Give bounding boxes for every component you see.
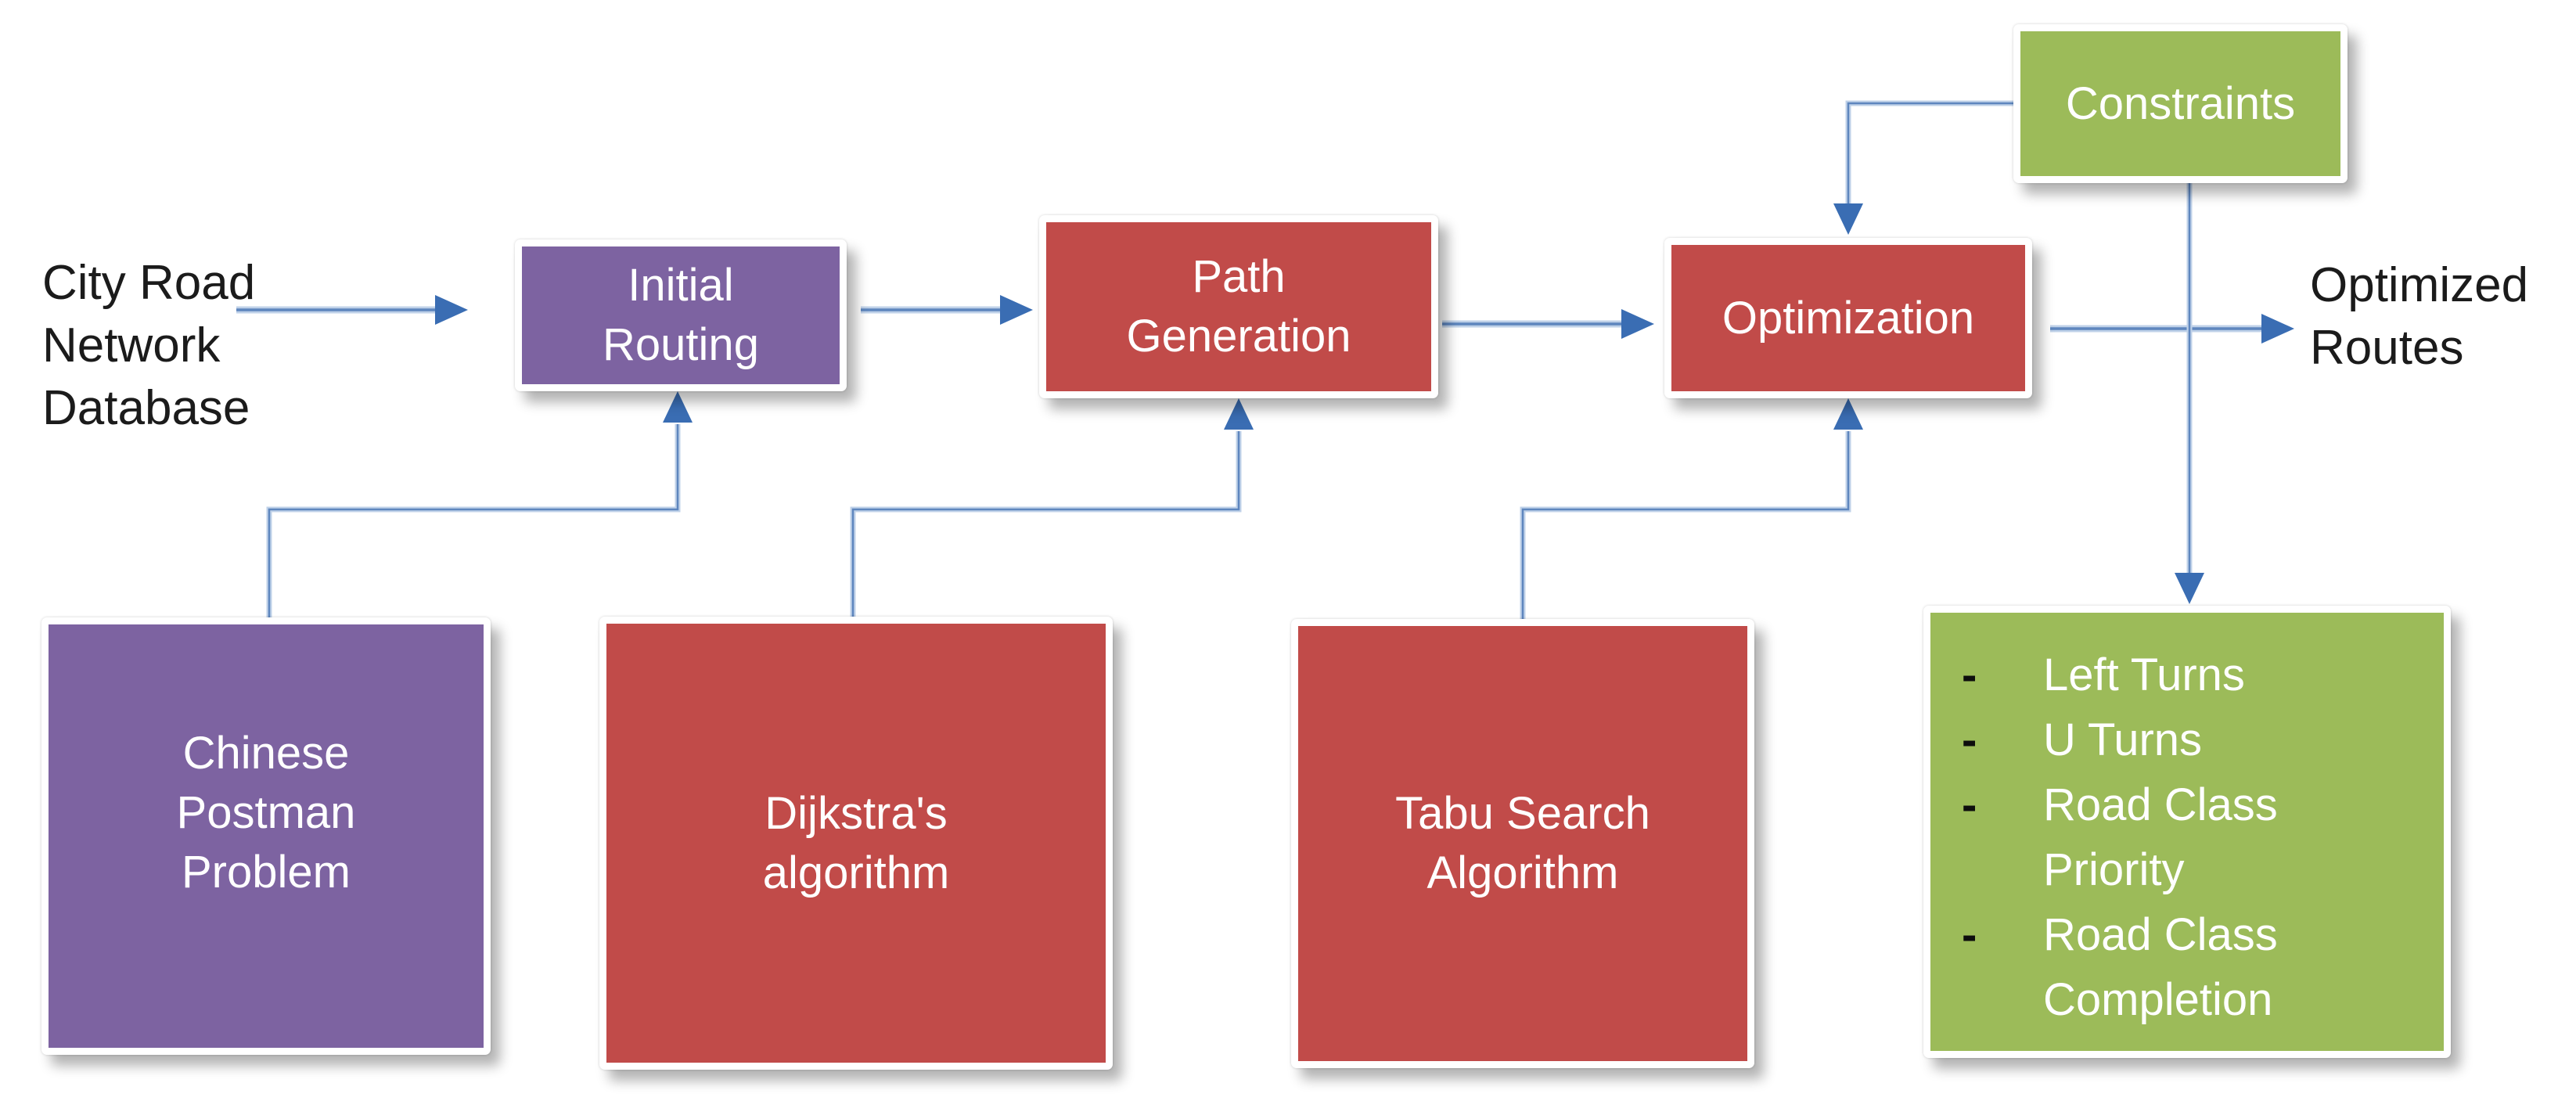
label-optimized-routes: Optimized Routes: [2310, 258, 2529, 375]
arrowhead-up-icon: [663, 391, 693, 423]
node-chinese-postman-problem: Chinese Postman Problem: [41, 617, 491, 1055]
list-item: - U Turns: [1962, 707, 2430, 772]
arrowhead-right-icon: [2261, 314, 2294, 344]
node-label-path-generation: Path Generation: [1126, 251, 1351, 362]
arrowhead-down-icon: [2175, 573, 2204, 604]
node-label-constraints: Constraints: [2065, 77, 2296, 129]
connector-database-to-initial-routing: [236, 295, 468, 325]
node-label-optimization: Optimization: [1722, 292, 1975, 344]
list-item: - Road Class Completion: [1962, 902, 2430, 1032]
connector-constraints-to-optimization: [1833, 100, 2013, 235]
node-label-initial-routing: Initial Routing: [603, 260, 759, 370]
node-path-generation: Path Generation: [1039, 215, 1438, 398]
list-item: - Left Turns: [1962, 642, 2430, 707]
node-initial-routing: Initial Routing: [515, 239, 847, 391]
arrowhead-up-icon: [1833, 398, 1863, 430]
connector-tabu-to-optimization: [1520, 398, 1863, 619]
connector-optimization-to-optimized-routes: [2050, 314, 2294, 344]
list-item-label: Road Class Priority: [2043, 779, 2278, 895]
dash-bullet: -: [1962, 909, 1977, 960]
arrowhead-right-icon: [435, 295, 468, 325]
list-item-label: Left Turns: [2043, 649, 2245, 700]
connector-chinese-postman-to-initial-routing: [266, 391, 693, 617]
dash-bullet: -: [1962, 779, 1977, 830]
node-label-tabu-search-algorithm: Tabu Search Algorithm: [1395, 788, 1650, 898]
arrowhead-right-icon: [1000, 295, 1033, 325]
node-optimization: Optimization: [1664, 238, 2032, 398]
arrowhead-up-icon: [1224, 398, 1254, 430]
node-tabu-search-algorithm: Tabu Search Algorithm: [1291, 619, 1754, 1068]
connector-constraints-to-output-list: [2175, 183, 2204, 604]
node-label-dijkstras-algorithm: Dijkstra's algorithm: [762, 787, 950, 898]
list-item-label: Road Class Completion: [2043, 909, 2278, 1025]
node-dijkstras-algorithm: Dijkstra's algorithm: [599, 617, 1113, 1070]
connector-path-generation-to-optimization: [1442, 309, 1654, 339]
node-constraints: Constraints: [2013, 24, 2348, 183]
list-item: - Road Class Priority: [1962, 772, 2430, 902]
node-output-list: - Left Turns - U Turns - Road Class Prio…: [1923, 606, 2451, 1058]
arrowhead-right-icon: [1621, 309, 1654, 339]
label-city-road-network-database: City Road Network Database: [42, 256, 256, 435]
node-label-chinese-postman-problem: Chinese Postman Problem: [176, 727, 356, 898]
dash-bullet: -: [1962, 649, 1977, 700]
connector-dijkstra-to-path-generation: [850, 398, 1254, 617]
dash-bullet: -: [1962, 714, 1977, 765]
arrowhead-down-icon: [1833, 203, 1863, 235]
list-item-label: U Turns: [2043, 714, 2203, 765]
connector-initial-routing-to-path-generation: [861, 295, 1033, 325]
